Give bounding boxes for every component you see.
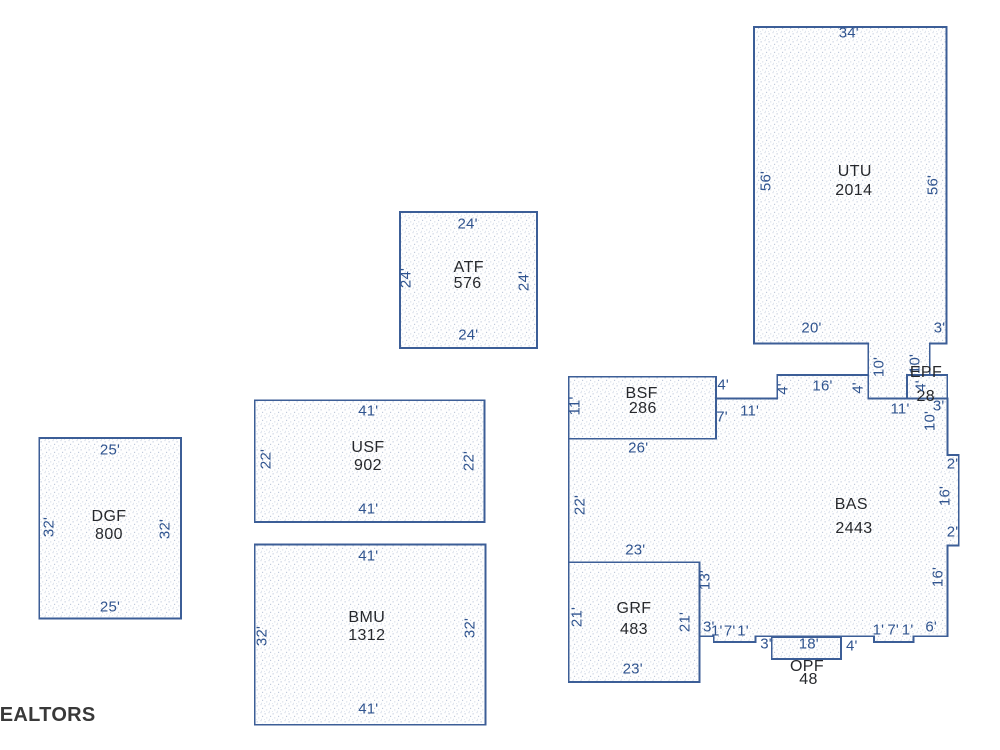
structure-code-grf: GRF bbox=[616, 599, 652, 617]
dimension-bmu-2: 32' bbox=[461, 618, 479, 639]
dimension-bas-22: 23' bbox=[625, 541, 646, 559]
dimension-bsf-0: 11' bbox=[566, 396, 584, 416]
realtors-watermark: REALTORS bbox=[0, 704, 96, 726]
dimension-bas-5: 4' bbox=[849, 382, 867, 395]
dimension-atf-3: 24' bbox=[458, 326, 479, 344]
dimension-bas-13: 6' bbox=[925, 618, 937, 636]
dimension-bas-18: 1' bbox=[710, 622, 723, 640]
dimension-opf-2: 4' bbox=[845, 637, 858, 655]
structure-code-dgf: DGF bbox=[91, 507, 127, 525]
dimension-bas-21: 22' bbox=[571, 494, 589, 515]
dimension-bas-10: 16' bbox=[936, 486, 954, 507]
structure-area-atf: 576 bbox=[453, 275, 482, 292]
dimension-bas-8: 10' bbox=[921, 410, 939, 431]
structure-area-dgf: 800 bbox=[95, 525, 123, 543]
dimension-usf-0: 41' bbox=[358, 402, 379, 419]
dimension-usf-3: 41' bbox=[358, 500, 379, 518]
structure-area-grf: 483 bbox=[620, 621, 648, 638]
dimension-bas-23: 13' bbox=[696, 570, 714, 591]
structure-code-bas: BAS bbox=[834, 495, 868, 513]
dimension-opf-1: 3' bbox=[760, 635, 772, 653]
dimension-bas-12: 16' bbox=[929, 567, 947, 588]
structure-outline-bsf bbox=[567, 375, 717, 440]
dimension-dgf-3: 25' bbox=[99, 598, 121, 616]
structure-outline-grf bbox=[567, 561, 701, 683]
dimension-bas-7: 3' bbox=[932, 397, 945, 415]
dimension-utu-4: 3' bbox=[933, 319, 946, 336]
structure-area-opf: 48 bbox=[799, 670, 818, 688]
structure-area-epf: 28 bbox=[916, 387, 936, 405]
dimension-dgf-2: 32' bbox=[156, 518, 174, 540]
structure-area-bsf: 286 bbox=[628, 400, 657, 418]
structure-code-opf: OPF bbox=[789, 657, 825, 675]
structure-code-atf: ATF bbox=[453, 259, 484, 276]
dimension-opf-0: 18' bbox=[798, 635, 819, 653]
dimension-usf-2: 22' bbox=[460, 450, 478, 471]
dimension-utu-5: 10' bbox=[870, 356, 888, 377]
dimension-bas-20: 1' bbox=[737, 622, 749, 640]
dimension-dgf-0: 25' bbox=[99, 441, 121, 458]
dimension-bas-1: 11' bbox=[740, 402, 760, 420]
dimension-usf-1: 22' bbox=[257, 448, 275, 470]
dimension-bas-9: 2' bbox=[946, 455, 959, 473]
dimension-bas-19: 7' bbox=[723, 622, 736, 640]
dimension-bsf-1: 26' bbox=[628, 439, 649, 456]
dimension-bas-16: 1' bbox=[901, 621, 914, 639]
structure-area-bas: 2443 bbox=[835, 519, 873, 537]
structure-outline-utu bbox=[753, 26, 948, 400]
dimension-bas-6: 11' bbox=[890, 400, 910, 418]
dimension-bas-0: 4' bbox=[717, 376, 729, 394]
dimension-bas-17: 3' bbox=[702, 618, 715, 636]
dimension-epf-0: 4' bbox=[912, 380, 930, 392]
dimension-bas-4: 16' bbox=[812, 377, 833, 395]
structure-outline-dgf bbox=[38, 437, 182, 620]
dimension-atf-0: 24' bbox=[457, 215, 478, 233]
dimension-bmu-0: 41' bbox=[358, 547, 379, 565]
dimension-bas-2: 7' bbox=[716, 408, 728, 426]
structure-outline-bmu bbox=[253, 543, 487, 726]
structure-area-usf: 902 bbox=[354, 457, 382, 474]
dimension-dgf-1: 32' bbox=[40, 516, 58, 538]
dimension-bas-15: 7' bbox=[887, 621, 899, 639]
dimension-utu-0: 34' bbox=[838, 24, 859, 42]
dimension-bas-14: 1' bbox=[872, 621, 885, 639]
structure-code-bmu: BMU bbox=[348, 609, 386, 627]
structure-area-bmu: 1312 bbox=[348, 627, 386, 645]
structure-outline-opf bbox=[770, 636, 842, 660]
dimension-bmu-1: 32' bbox=[253, 626, 270, 647]
dimension-atf-2: 24' bbox=[515, 270, 533, 291]
dimension-utu-2: 56' bbox=[924, 174, 942, 196]
dimension-grf-1: 21' bbox=[676, 611, 694, 633]
dimension-grf-0: 21' bbox=[568, 606, 586, 627]
structure-code-bsf: BSF bbox=[625, 384, 658, 402]
dimension-utu-3: 20' bbox=[801, 319, 822, 336]
dimension-atf-1: 24' bbox=[397, 267, 415, 288]
structure-outline-usf bbox=[253, 399, 486, 523]
structure-area-utu: 2014 bbox=[835, 181, 873, 199]
structure-code-utu: UTU bbox=[837, 163, 872, 181]
dimension-bas-11: 2' bbox=[946, 523, 959, 541]
structure-outline-bas bbox=[567, 374, 960, 643]
structure-code-usf: USF bbox=[351, 438, 385, 456]
structure-outline-atf bbox=[398, 211, 538, 349]
dimension-bmu-3: 41' bbox=[358, 700, 379, 718]
dimension-grf-2: 23' bbox=[622, 660, 643, 678]
structure-code-epf: EPF bbox=[909, 363, 943, 381]
dimension-utu-1: 56' bbox=[757, 170, 775, 192]
structure-outline-epf bbox=[906, 374, 949, 400]
dimension-bas-3: 4' bbox=[774, 382, 792, 395]
